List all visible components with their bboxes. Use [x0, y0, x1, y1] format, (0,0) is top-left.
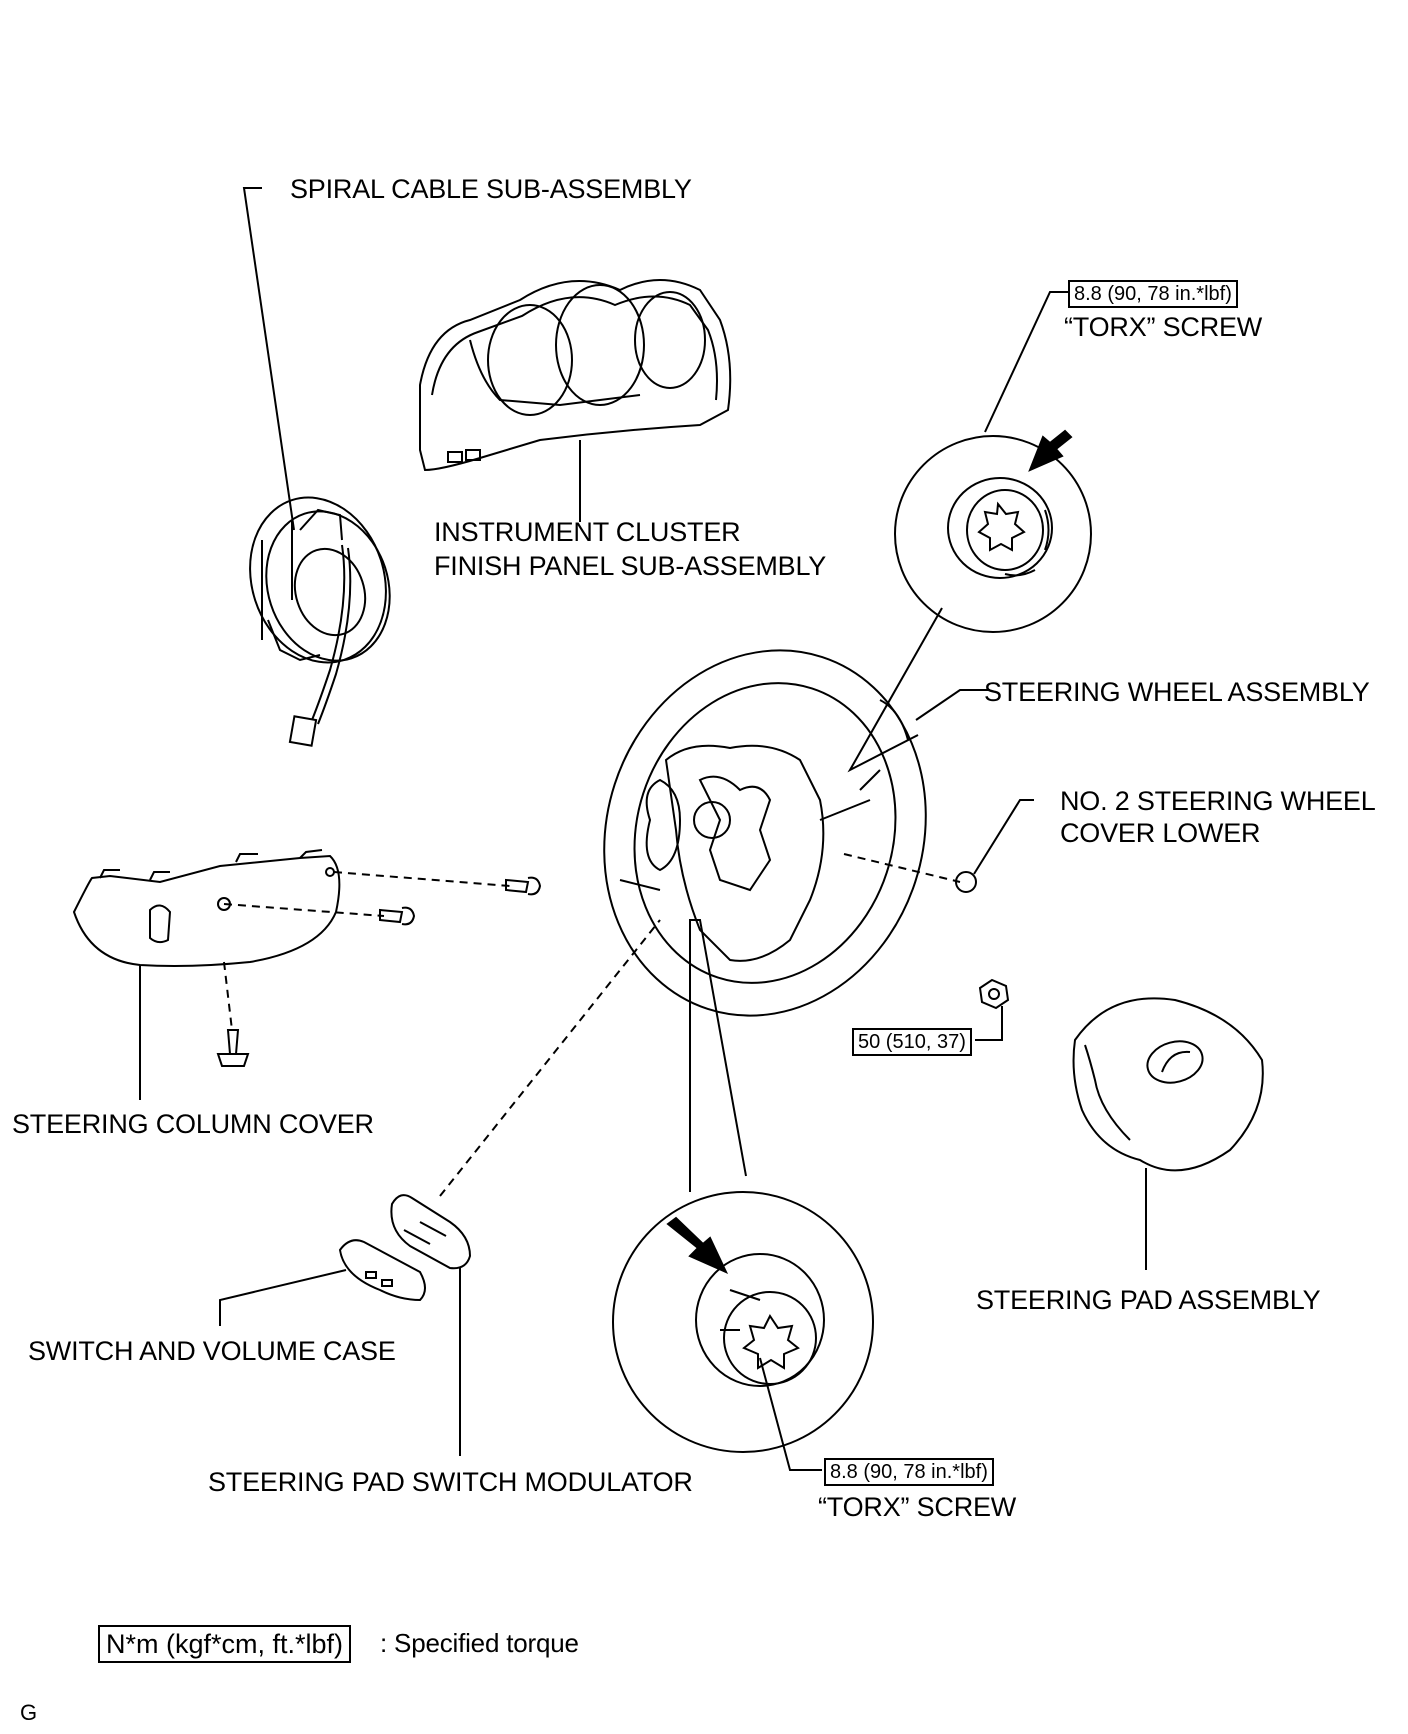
switch-modulator-part: [390, 919, 661, 1456]
legend-text: : Specified torque: [380, 1628, 579, 1658]
label-torx-screw-top: “TORX” SCREW: [1064, 312, 1263, 342]
steering-pad-part: [1072, 997, 1264, 1270]
instrument-cluster-part: [419, 279, 732, 522]
steering-wheel-part: [603, 649, 990, 1017]
label-switch-volume-case: SWITCH AND VOLUME CASE: [28, 1336, 396, 1366]
label-spiral-cable: SPIRAL CABLE SUB-ASSEMBLY: [290, 174, 692, 204]
legend-torque-box: N*m (kgf*cm, ft.*lbf): [98, 1625, 352, 1663]
switch-case-part: [219, 1239, 426, 1326]
column-cover-part: [72, 849, 542, 1100]
label-steering-wheel: STEERING WHEEL ASSEMBLY: [984, 677, 1370, 707]
label-cover-lower-2: COVER LOWER: [1060, 818, 1261, 848]
figure-code: G: [20, 1700, 38, 1725]
label-cover-lower-1: NO. 2 STEERING WHEEL: [1060, 786, 1376, 816]
label-column-cover: STEERING COLUMN COVER: [12, 1109, 374, 1139]
torx-detail-top: [847, 291, 1092, 773]
label-pad-switch-modulator: STEERING PAD SWITCH MODULATOR: [208, 1467, 693, 1497]
torque-box-torx-bottom: 8.8 (90, 78 in.*lbf): [824, 1458, 994, 1486]
spiral-cable-part: [242, 187, 391, 747]
nut-part: [975, 978, 1010, 1041]
torx-detail-bottom: [612, 919, 874, 1471]
torque-box-nut: 50 (510, 37): [852, 1028, 972, 1056]
label-torx-screw-bottom: “TORX” SCREW: [818, 1492, 1017, 1522]
cover-lower-part: [843, 799, 1034, 893]
torque-box-torx-top: 8.8 (90, 78 in.*lbf): [1068, 280, 1238, 308]
label-instrument-cluster-2: FINISH PANEL SUB-ASSEMBLY: [434, 551, 827, 581]
label-steering-pad: STEERING PAD ASSEMBLY: [976, 1285, 1321, 1315]
label-instrument-cluster-1: INSTRUMENT CLUSTER: [434, 517, 741, 547]
